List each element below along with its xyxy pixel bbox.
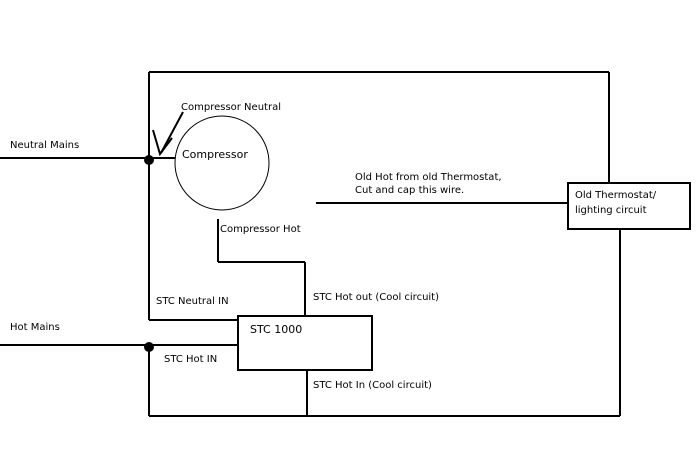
old-thermostat-box: [567, 182, 691, 230]
compressor-circle: [174, 115, 270, 211]
stc-hot-in-cool-label: STC Hot In (Cool circuit): [313, 380, 432, 391]
neutral-mains-label: Neutral Mains: [10, 140, 80, 151]
compressor-neutral-arrowhead: [152, 129, 173, 157]
stc-hot-in-label: STC Hot IN: [164, 354, 218, 365]
stc-1000-label: STC 1000: [250, 323, 303, 336]
old-hot-label-line1: Old Hot from old Thermostat,: [355, 172, 502, 183]
old-thermostat-label-line1: Old Thermostat/: [575, 190, 657, 201]
compressor-hot-label: Compressor Hot: [220, 224, 301, 235]
stc-hot-out-label: STC Hot out (Cool circuit): [313, 292, 440, 303]
stc-neutral-in-label: STC Neutral IN: [156, 296, 229, 307]
old-hot-label-line2: Cut and cap this wire.: [355, 185, 465, 196]
compressor-neutral-label: Compressor Neutral: [181, 102, 281, 113]
old-thermostat-label-line2: lighting circuit: [575, 205, 647, 216]
hot-junction-dot: [144, 342, 154, 352]
neutral-junction-dot: [144, 155, 154, 165]
compressor-label: Compressor: [182, 148, 248, 161]
hot-mains-label: Hot Mains: [10, 322, 60, 333]
stc-1000-box: [237, 315, 373, 371]
